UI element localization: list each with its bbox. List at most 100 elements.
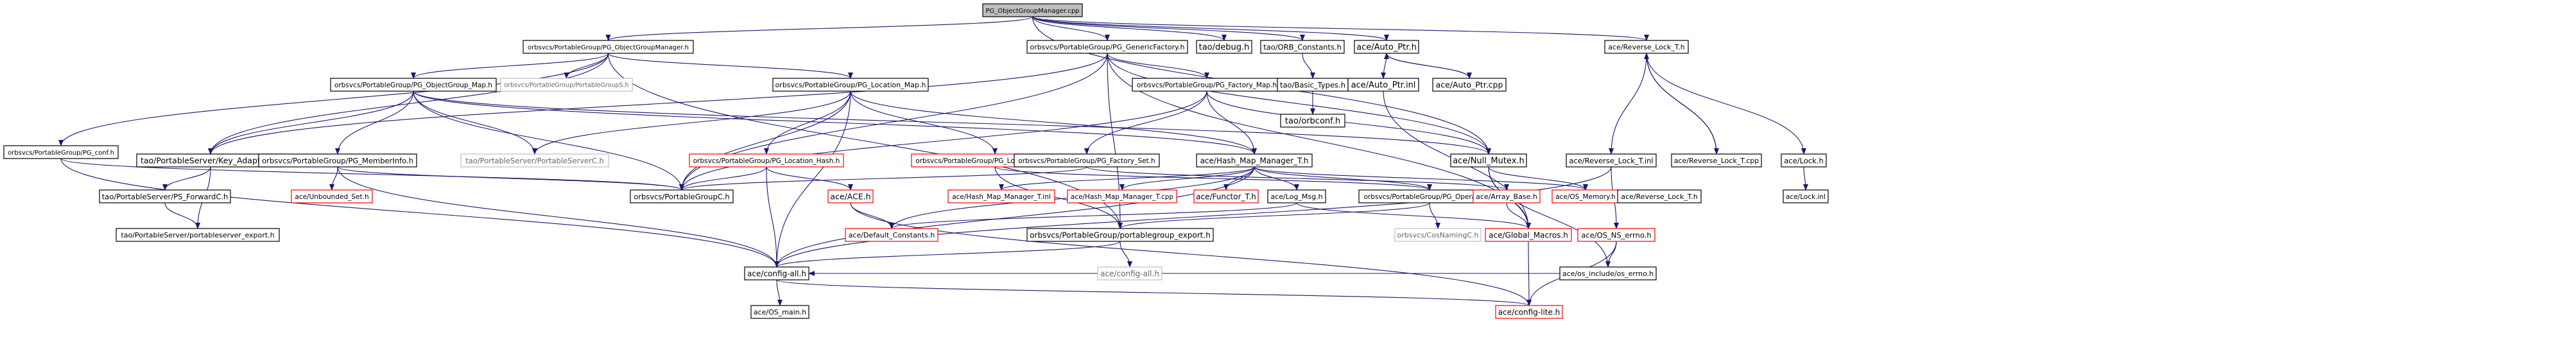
node-defconst[interactable]: ace/Default_Constants.h bbox=[845, 228, 938, 242]
edge-ps_fwd-to-psexport bbox=[164, 202, 200, 229]
node-basic[interactable]: tao/Basic_Types.h bbox=[1277, 78, 1349, 92]
edge-pgexport-to-configall2 bbox=[1119, 241, 1132, 268]
node-label: tao/PortableServer/portableserver_export… bbox=[121, 231, 274, 239]
node-logmsg[interactable]: ace/Log_Msg.h bbox=[1267, 189, 1326, 203]
node-label: tao/orbconf.h bbox=[1285, 117, 1340, 126]
edge-ogm_h-to-ogmap bbox=[411, 53, 609, 79]
node-revlock-inl[interactable]: ace/Reverse_Lock_T.inl bbox=[1566, 153, 1657, 168]
edge-ogmap-to-meminfo bbox=[335, 90, 414, 155]
edge-ogmap-to-psc bbox=[413, 90, 537, 155]
edge-hmm_h-to-logmsg bbox=[1254, 166, 1299, 191]
edge-ogmap-to-pgc bbox=[413, 90, 684, 191]
edge-loceq-to-pgops bbox=[994, 166, 1432, 191]
node-os-errno[interactable]: ace/os_include/os_errno.h bbox=[1559, 266, 1657, 280]
node-lock-h[interactable]: ace/Lock.h bbox=[1781, 153, 1827, 168]
node-box bbox=[523, 40, 694, 54]
node-autoptr-h[interactable]: ace/Auto_Ptr.h bbox=[1354, 40, 1419, 54]
node-box bbox=[1347, 78, 1419, 92]
node-ns-errno[interactable]: ace/OS_NS_errno.h bbox=[1577, 228, 1655, 242]
edge-pgops-to-pgexport bbox=[1118, 202, 1430, 229]
node-debug[interactable]: tao/debug.h bbox=[1196, 40, 1252, 54]
node-pg-conf[interactable]: orbsvcs/PortableGroup/PG_conf.h bbox=[3, 145, 119, 159]
node-functor[interactable]: ace/Functor_T.h bbox=[1193, 189, 1259, 203]
edge-pgexport-to-configall bbox=[774, 241, 1121, 268]
node-box bbox=[689, 153, 844, 168]
edge-facset-to-pgc bbox=[679, 166, 1087, 191]
node-hmm-inl[interactable]: ace/Hash_Map_Manager_T.inl bbox=[947, 189, 1055, 203]
node-pgs[interactable]: orbsvcs/PortableGroup/PortableGroupS.h bbox=[500, 78, 633, 92]
node-ps-fwd[interactable]: tao/PortableServer/PS_ForwardC.h bbox=[99, 189, 231, 203]
node-label: ace/OS_Memory.h bbox=[1555, 193, 1616, 201]
edge-logmsg-to-defconst bbox=[889, 202, 1297, 229]
nodes-layer: PG_ObjectGroupManager.cpp orbsvcs/Portabl… bbox=[3, 3, 1829, 319]
node-box bbox=[1267, 189, 1326, 203]
node-label: tao/PortableServer/PS_ForwardC.h bbox=[102, 193, 229, 202]
node-box bbox=[3, 145, 119, 159]
node-lock-inl[interactable]: ace/Lock.inl bbox=[1783, 189, 1829, 203]
node-orbconf[interactable]: tao/orbconf.h bbox=[1280, 114, 1345, 128]
node-cosnaming[interactable]: orbsvcs/CosNamingC.h bbox=[1394, 228, 1482, 242]
edge-meminfo-to-configall bbox=[337, 166, 779, 268]
node-box bbox=[750, 305, 809, 319]
node-configlite[interactable]: ace/config-lite.h bbox=[1495, 305, 1563, 319]
node-psexport[interactable]: tao/PortableServer/portableserver_export… bbox=[116, 228, 280, 242]
edge-hmm_h-to-hmm_cpp bbox=[1119, 166, 1255, 191]
edge-root-to-ogm_h bbox=[605, 16, 1033, 41]
edge-ogmap-to-nullmutex bbox=[413, 90, 1491, 155]
node-osmain[interactable]: ace/OS_main.h bbox=[750, 305, 809, 319]
edge-ogmap-to-keyadapt bbox=[208, 90, 414, 155]
edge-meminfo-to-pgc bbox=[337, 166, 684, 191]
node-label: ace/os_include/os_errno.h bbox=[1562, 270, 1654, 278]
node-unbset[interactable]: ace/Unbounded_Set.h bbox=[291, 189, 373, 203]
node-lochash[interactable]: orbsvcs/PortableGroup/PG_Location_Hash.h bbox=[689, 153, 844, 168]
node-revlock-t[interactable]: ace/Reverse_Lock_T.h bbox=[1617, 189, 1702, 203]
node-ogm-h[interactable]: orbsvcs/PortableGroup/PG_ObjectGroupMana… bbox=[523, 40, 694, 54]
node-genfac[interactable]: orbsvcs/PortableGroup/PG_GenericFactory.… bbox=[1026, 40, 1188, 54]
node-label: ace/Lock.h bbox=[1784, 157, 1824, 166]
node-configall[interactable]: ace/config-all.h bbox=[744, 266, 809, 280]
node-root[interactable]: PG_ObjectGroupManager.cpp bbox=[982, 3, 1083, 17]
node-label: ace/OS_main.h bbox=[754, 308, 806, 316]
node-hmm-cpp[interactable]: ace/Hash_Map_Manager_T.cpp bbox=[1067, 189, 1177, 203]
edge-orbconst-to-basic bbox=[1302, 53, 1315, 79]
node-keyadapt[interactable]: tao/PortableServer/Key_Adapters.h bbox=[136, 153, 285, 168]
edge-meminfo-to-unbset bbox=[329, 166, 338, 191]
node-autoptr-cpp[interactable]: ace/Auto_Ptr.cpp bbox=[1432, 78, 1507, 92]
node-box bbox=[1026, 228, 1214, 242]
node-autoptr-inl[interactable]: ace/Auto_Ptr.inl bbox=[1347, 78, 1419, 92]
node-orbconst[interactable]: tao/ORB_Constants.h bbox=[1260, 40, 1345, 54]
edge-ace_h-to-defconst bbox=[850, 202, 894, 229]
node-facset[interactable]: orbsvcs/PortableGroup/PG_Factory_Set.h bbox=[1014, 153, 1160, 168]
node-hmm-h[interactable]: ace/Hash_Map_Manager_T.h bbox=[1196, 153, 1313, 168]
node-psc[interactable]: tao/PortableServer/PortableServerC.h bbox=[460, 153, 609, 168]
node-meminfo[interactable]: orbsvcs/PortableGroup/PG_MemberInfo.h bbox=[258, 153, 417, 168]
node-pgexport[interactable]: orbsvcs/PortableGroup/portablegroup_expo… bbox=[1026, 228, 1214, 242]
node-arrbase[interactable]: ace/Array_Base.h bbox=[1473, 189, 1541, 203]
edge-ogmap-to-hmm_h bbox=[413, 90, 1257, 155]
edge-logmsg-to-globmac bbox=[1296, 202, 1531, 229]
node-box bbox=[258, 153, 417, 168]
node-ace-h[interactable]: ace/ACE.h bbox=[827, 189, 874, 203]
node-facmap[interactable]: orbsvcs/PortableGroup/PG_Factory_Map.h bbox=[1132, 78, 1282, 92]
node-osmem[interactable]: ace/OS_Memory.h bbox=[1552, 189, 1620, 203]
node-revlock-cpp[interactable]: ace/Reverse_Lock_T.cpp bbox=[1671, 153, 1762, 168]
node-box bbox=[947, 189, 1055, 203]
edge-ogm_h-to-pg_conf bbox=[58, 53, 609, 146]
node-pgops[interactable]: orbsvcs/PortableGroup/PG_Operators.h bbox=[1358, 189, 1501, 203]
node-pgc[interactable]: orbsvcs/PortableGroupC.h bbox=[630, 189, 734, 203]
node-box bbox=[1280, 114, 1345, 128]
node-label: ace/config-all.h bbox=[1100, 270, 1159, 279]
node-label: ace/config-lite.h bbox=[1498, 308, 1560, 317]
node-label: ace/Reverse_Lock_T.h bbox=[1621, 193, 1697, 201]
node-revlock-h[interactable]: ace/Reverse_Lock_T.h bbox=[1604, 40, 1689, 54]
node-nullmutex[interactable]: ace/Null_Mutex.h bbox=[1450, 153, 1527, 168]
node-label: ace/Lock.inl bbox=[1786, 193, 1826, 201]
node-ogmap[interactable]: orbsvcs/PortableGroup/PG_ObjectGroup_Map… bbox=[330, 78, 497, 92]
node-label: tao/PortableServer/PortableServerC.h bbox=[465, 157, 604, 166]
node-globmac[interactable]: ace/Global_Macros.h bbox=[1485, 228, 1572, 242]
node-label: orbsvcs/PortableGroup/PG_Factory_Set.h bbox=[1018, 157, 1155, 165]
node-locmap[interactable]: orbsvcs/PortableGroup/PG_Location_Map.h bbox=[772, 78, 929, 92]
node-configall2[interactable]: ace/config-all.h bbox=[1097, 266, 1163, 280]
node-label: tao/debug.h bbox=[1199, 43, 1250, 53]
node-box bbox=[845, 228, 938, 242]
